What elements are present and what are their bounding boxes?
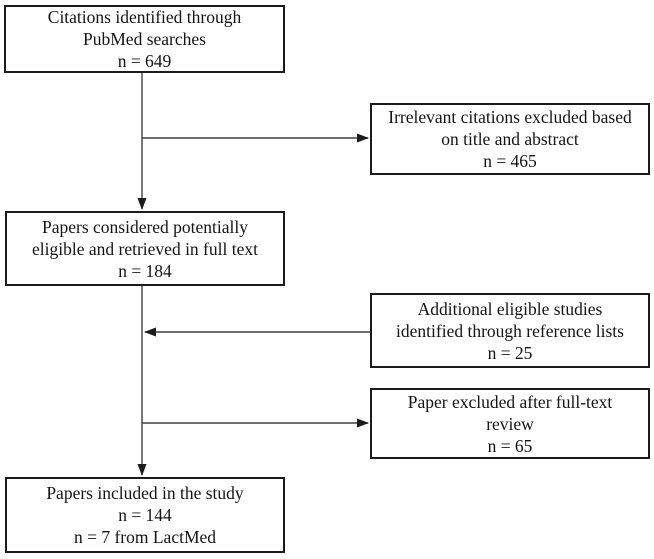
- box-irrelevant-citations-excluded: Irrelevant citations excluded based on t…: [370, 103, 650, 175]
- box-text-line: n = 65: [487, 435, 533, 456]
- box-additional-eligible-studies: Additional eligible studies identified t…: [370, 293, 650, 368]
- box-text-line: n = 649: [117, 51, 172, 71]
- box-text-line: n = 25: [487, 342, 533, 363]
- box-text-line: Paper excluded after full-text: [407, 391, 613, 412]
- box-text-line: review: [486, 413, 534, 434]
- box-text-line: n = 144: [118, 505, 172, 525]
- box-fulltext-excluded: Paper excluded after full-text review n …: [370, 388, 650, 459]
- box-text-line: n = 7 from LactMed: [73, 527, 217, 547]
- box-potentially-eligible: Papers considered potentially eligible a…: [5, 211, 285, 286]
- box-text-line: eligible and retrieved in full text: [32, 238, 258, 259]
- box-text-line: Papers considered potentially: [41, 216, 249, 237]
- box-citations-identified: Citations identified through PubMed sear…: [4, 5, 285, 73]
- box-text-line: PubMed searches: [83, 29, 206, 49]
- box-text-line: Irrelevant citations excluded based: [388, 107, 632, 127]
- box-text-line: Papers included in the study: [46, 483, 244, 503]
- box-text-line: Citations identified through: [47, 7, 242, 27]
- box-text-line: n = 465: [483, 151, 537, 171]
- box-text-line: Additional eligible studies: [417, 298, 603, 319]
- box-papers-included: Papers included in the study n = 144 n =…: [5, 477, 285, 553]
- box-text-line: identified through reference lists: [396, 320, 624, 341]
- box-text-line: on title and abstract: [441, 129, 579, 149]
- box-text-line: n = 184: [118, 260, 172, 281]
